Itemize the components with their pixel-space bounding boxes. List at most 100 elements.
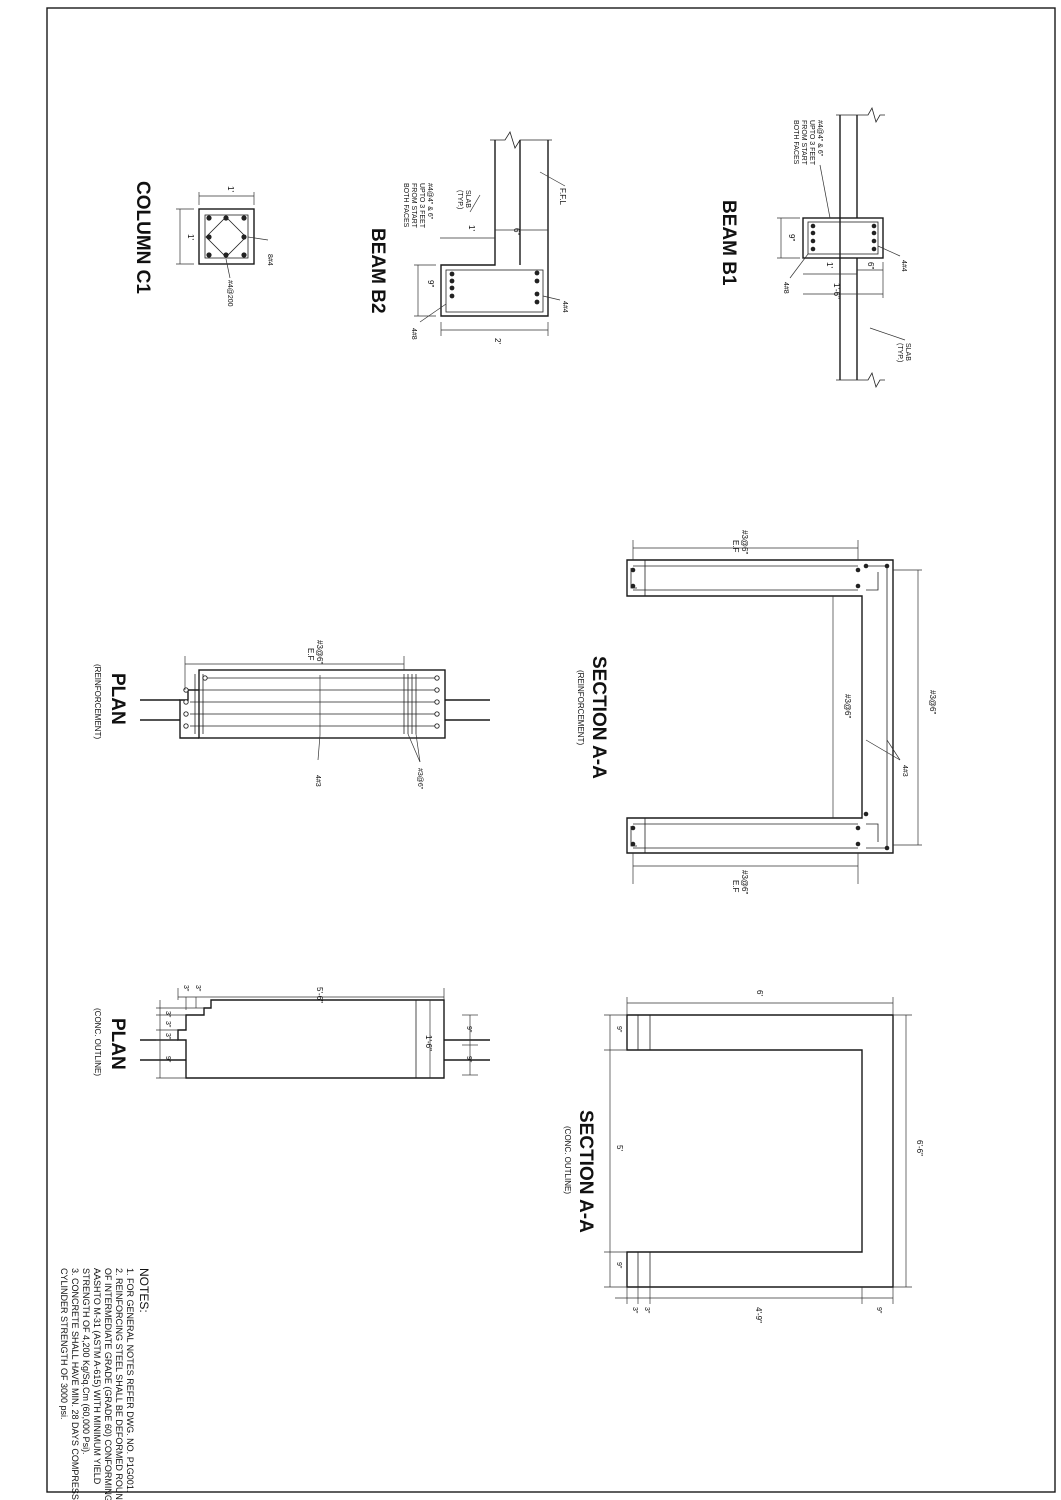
plan-outline-length: 5'-6"	[315, 987, 324, 1003]
b2-top-bars: 4#4	[561, 301, 568, 313]
b2-dowel-3: FROM START	[410, 183, 417, 229]
sec-outline-3a: 3"	[631, 1307, 638, 1314]
sec-outline-5ft: 5'	[615, 1145, 624, 1151]
plan-reinf-bars: 4#3	[314, 775, 321, 787]
plan-outline-3e: 3"	[164, 1033, 171, 1040]
sec-outline-9c: 9"	[875, 1307, 882, 1314]
b1-dim-6in: 6"	[866, 262, 875, 269]
plan-outline-3b: 3"	[194, 985, 201, 992]
b2-slab-typ: (TYP.)	[456, 190, 463, 209]
rebar	[206, 215, 212, 221]
plan-outline-9b: 9"	[465, 1026, 472, 1033]
sheet-border	[46, 7, 1056, 1493]
sec-outline-9b: 9"	[615, 1262, 622, 1269]
notes-heading: NOTES:	[137, 1268, 151, 1313]
rebar	[223, 252, 229, 258]
b2-dowel-2: UPTO 3 FEET	[418, 183, 425, 229]
plan-outline-3d: 3"	[164, 1021, 171, 1028]
rebar	[241, 252, 247, 258]
note-line: 2. REINFORCING STEEL SHALL BE DEFORMED R…	[114, 1268, 124, 1500]
rebar	[241, 234, 247, 240]
sec-reinf-ef-bottom: E.F	[731, 880, 740, 893]
note-line: 1. FOR GENERAL NOTES REFER DWG. NO. P1G0…	[125, 1268, 135, 1492]
b1-dowel-2: UPTO 3 FEET	[808, 120, 815, 166]
b2-dim-1ft: 1'	[467, 225, 476, 231]
b1-dim-1ft: 1'	[825, 262, 834, 268]
b1-dowel-1: #4@4" & 6"	[816, 120, 823, 157]
rebar	[206, 252, 212, 258]
b1-dim-9in: 9"	[787, 234, 796, 241]
plan-reinf-subtitle: (REINFORCEMENT)	[93, 664, 102, 739]
plan-outline-3c: 3"	[164, 1011, 171, 1018]
sec-outline-title: SECTION A-A	[575, 1110, 596, 1233]
plan-reinf-title: PLAN	[107, 673, 128, 725]
rebar	[223, 215, 229, 221]
plan-reinforcement: #3@6" E.F 4#3 #3@6" PLAN (REINFORCEMENT)	[93, 640, 490, 790]
b2-dim-9in: 9"	[426, 280, 435, 287]
rebar	[206, 234, 212, 240]
sec-reinf-subtitle: (REINFORCEMENT)	[576, 670, 585, 745]
column-width-dim: 1'	[226, 186, 235, 192]
b2-bottom-bars: 4#8	[410, 328, 417, 340]
b1-slab-typ: (TYP.)	[896, 343, 903, 362]
section-outline: 6' 6'-6" 5' 9" 9" 4'-9" 9" 3" 3" SECTION…	[563, 990, 924, 1323]
sec-outline-3b: 3"	[643, 1307, 650, 1314]
plan-reinf-side-spacing: #3@6"	[416, 768, 423, 790]
plan-reinf-spacing: #3@6"	[315, 640, 324, 664]
plan-outline-9c: 9"	[465, 1056, 472, 1063]
column-ties-label: #4@200	[226, 280, 233, 307]
sec-reinf-spacing-top: #3@6"	[740, 530, 749, 554]
break-line	[490, 131, 552, 149]
notes-block: NOTES: 1. FOR GENERAL NOTES REFER DWG. N…	[59, 1268, 151, 1500]
rebar	[241, 215, 247, 221]
sec-reinf-spacing-right: #3@6"	[928, 690, 937, 714]
note-line: OF INTERMEDIATE GRADE (GRADE 60) CONFORM…	[103, 1268, 113, 1500]
beam-b2-outline	[440, 140, 549, 317]
b2-slab: SLAB	[464, 190, 471, 208]
note-line: CYLINDER STRENGTH OF 3000 psi.	[59, 1268, 69, 1420]
plan-reinf-ef: E.F	[306, 648, 315, 661]
column-bars-label: 8#4	[266, 254, 273, 266]
note-line: AASHTO M-31 (ASTM A-615) WITH MINIMUM YI…	[92, 1268, 102, 1485]
plan-outline-9a: 9"	[164, 1056, 171, 1063]
beam-b2-title: BEAM B2	[367, 228, 388, 314]
plan-outline-3a: 3"	[182, 985, 189, 992]
plan-outline-title: PLAN	[107, 1018, 128, 1070]
sec-outline-9a: 9"	[615, 1026, 622, 1033]
plan-outline-width: 1'-6"	[424, 1035, 433, 1051]
sec-reinf-ef-top: E.F	[731, 540, 740, 553]
column-tie	[204, 214, 249, 259]
sec-reinf-title: SECTION A-A	[588, 656, 609, 779]
b1-dowel-4: BOTH FACES	[792, 120, 799, 165]
plan-outline-shape	[177, 999, 445, 1079]
beam-b1-outline	[802, 217, 884, 259]
section-reinforcement: #3@6" E.F #3@6" #3@6" 4#3 #3@6" E.F SECT…	[576, 530, 937, 894]
sec-outline-4ft9: 4'-9"	[754, 1307, 763, 1323]
column-diamond-tie	[205, 216, 247, 258]
b1-slab: SLAB	[904, 343, 911, 361]
b1-dim-1ft6: 1'-6"	[832, 283, 841, 299]
b2-dowel-1: #4@4" & 6"	[426, 183, 433, 220]
sec-reinf-bars: 4#3	[901, 765, 908, 777]
sec-reinf-spacing-bottom: #3@6"	[740, 870, 749, 894]
b2-ffl: F.F.L	[558, 188, 567, 205]
sec-outline-subtitle: (CONC. OUTLINE)	[563, 1126, 572, 1194]
note-line: 3. CONCRETE SHALL HAVE MIN. 28 DAYS COMP…	[70, 1268, 80, 1500]
beam-b2: F.F.L SLAB (TYP.) #4@4" & 6" UPTO 3 FEET…	[367, 131, 568, 344]
b2-dim-6in: 6"	[512, 228, 521, 235]
b2-dim-2ft: 2'	[493, 338, 502, 344]
beam-b1-title: BEAM B1	[718, 200, 739, 286]
section-reinf-outline	[626, 559, 894, 854]
plan-outline-subtitle: (CONC. OUTLINE)	[93, 1008, 102, 1076]
note-line: STRENGTH OF 4,200 Kg/Sq.Cm (60,000 Psi).	[81, 1268, 91, 1455]
b1-top-bars: 4#4	[900, 260, 907, 272]
column-c1: 1' 1' 8#4 #4@200 COLUMN C1	[132, 181, 273, 307]
b1-dowel-3: FROM START	[800, 120, 807, 166]
column-height-dim: 1'	[186, 234, 195, 240]
beam-b1: #4@4" & 6" UPTO 3 FEET FROM START BOTH F…	[718, 106, 911, 389]
sec-outline-6ft: 6'	[755, 990, 764, 996]
plan-outline: 5'-6" 3" 3" 3" 3" 3" 9" 9" 9" 1'-6" PLAN…	[93, 985, 490, 1079]
column-c1-title: COLUMN C1	[132, 181, 153, 294]
sec-outline-6ft6: 6'-6"	[915, 1140, 924, 1156]
